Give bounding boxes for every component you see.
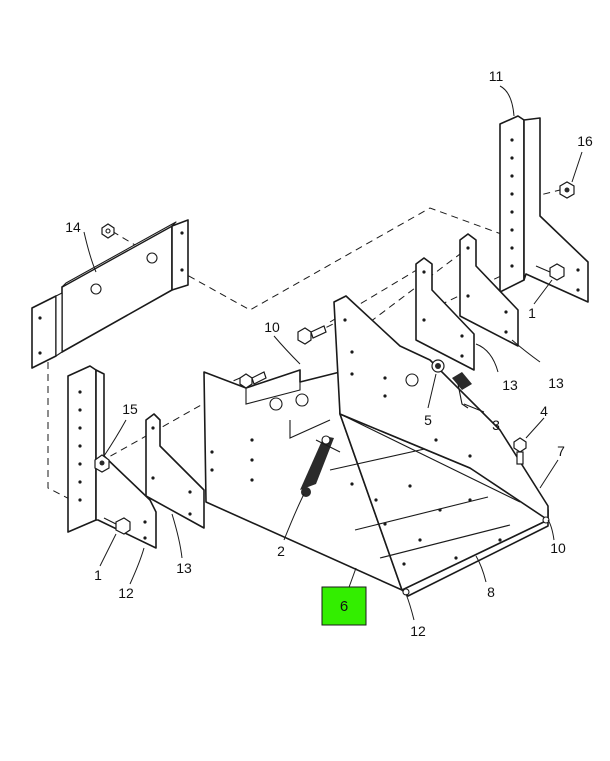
callout-10: 10 xyxy=(550,540,566,556)
part-12-left-bracket xyxy=(67,365,157,549)
callout-12: 12 xyxy=(118,585,134,601)
bolt-icon-11 xyxy=(297,325,327,345)
callout-1: 1 xyxy=(528,305,536,321)
part-13-right-plate-a xyxy=(415,257,475,371)
callout-5: 5 xyxy=(424,412,432,428)
callout-10: 12 xyxy=(410,623,426,639)
callout-8: 8 xyxy=(487,584,495,600)
nut-icon-15 xyxy=(94,454,110,473)
part-14-plate xyxy=(31,219,189,369)
part-6-main-tray xyxy=(203,295,549,591)
part-5-grommet xyxy=(431,359,445,373)
bolt-icon-1-left xyxy=(103,517,131,535)
bolt-icon-1-right xyxy=(535,263,565,281)
bolt-icon-tray-left xyxy=(239,371,267,389)
callout-3: 3 xyxy=(492,417,500,433)
callout-13: 13 xyxy=(502,377,518,393)
callout-14: 14 xyxy=(65,219,81,235)
bolt-icon-4 xyxy=(513,437,527,465)
callout-12: 11 xyxy=(489,68,504,84)
nut-icon-14 xyxy=(101,223,115,239)
callout-6[interactable]: 6 xyxy=(340,598,348,615)
callout-15: 15 xyxy=(122,401,138,417)
part-3-latch xyxy=(452,372,472,409)
callout-16: 16 xyxy=(577,133,593,149)
part-12-right-bracket xyxy=(499,115,589,303)
callout-13: 13 xyxy=(548,375,564,391)
nut-icon-16 xyxy=(559,181,575,199)
highlight-box[interactable] xyxy=(321,586,367,626)
callout-1: 1 xyxy=(94,567,102,583)
callout-13: 13 xyxy=(176,560,192,576)
callout-2: 2 xyxy=(277,543,285,559)
callout-4: 4 xyxy=(540,403,548,419)
callout-7: 7 xyxy=(557,443,565,459)
callout-11: 10 xyxy=(264,319,280,335)
part-13-right-plate-b xyxy=(459,233,519,347)
highlight-callout-6[interactable]: 6 xyxy=(321,586,367,626)
callout-labels: 11 16 14 10 15 4 7 13 13 3 5 2 1 12 13 1… xyxy=(65,68,593,639)
part-13-left-plate xyxy=(145,413,205,529)
part-2-latch xyxy=(300,435,341,497)
leader-lines xyxy=(83,85,583,621)
